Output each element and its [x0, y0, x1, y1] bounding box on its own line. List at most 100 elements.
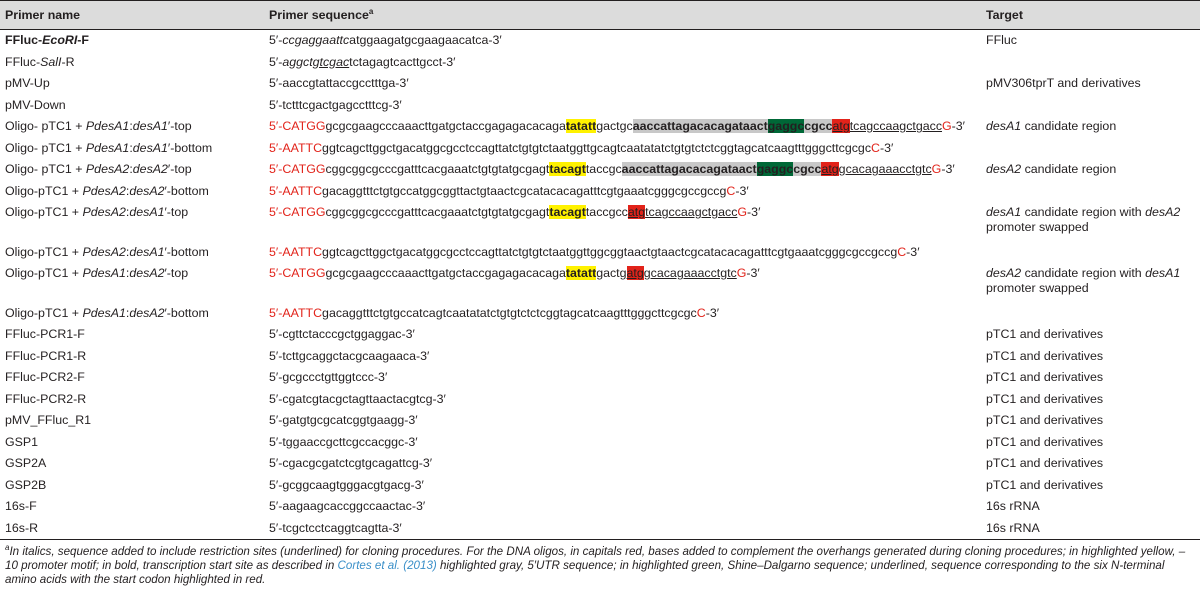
primer-sequence: 5′-aggctgtcgactctagagtcacttgcct-3′ — [264, 52, 981, 74]
name-part: desA1 — [129, 244, 165, 259]
primer-sequence: 5′-tcttgcaggctacgcaagaaca-3′ — [269, 348, 430, 363]
name-part: : — [125, 205, 130, 219]
primer-name: Oligo- pTC1 + PdesA2:desA2′-top — [0, 159, 264, 181]
name-part: SalI — [40, 54, 62, 69]
primer-target: pMV306tprT and derivatives — [986, 76, 1141, 91]
table-row: Oligo-pTC1 + PdesA1:desA2′-bottom 5′-AAT… — [0, 303, 1200, 325]
target-part: promoter swapped — [986, 281, 1089, 295]
table-row: pMV-Up 5′-aaccgtattaccgcctttga-3′ pMV306… — [0, 73, 1200, 95]
primer-sequence: 5′-aagaagcaccggccaactac-3′ — [269, 499, 426, 514]
primer-target: pTC1 and derivatives — [986, 413, 1104, 428]
seq-part: -3′ — [746, 266, 760, 280]
name-part: FFluc- — [5, 33, 43, 48]
primer-target: pTC1 and derivatives — [986, 391, 1104, 406]
seq-overhang: C — [726, 183, 736, 198]
primer-target: pTC1 and derivatives — [986, 348, 1104, 363]
target-part: desA1 — [1145, 266, 1181, 280]
primer-name: 16s-R — [0, 517, 264, 540]
seq-overhang: G — [931, 162, 942, 177]
primer-target: 16s rRNA — [981, 517, 1200, 540]
seq-5utr: cgcc — [804, 119, 833, 134]
primer-name: FFluc-PCR2-R — [5, 391, 87, 406]
name-part: : — [129, 140, 133, 155]
primer-target: desA1 candidate region with desA2 promot… — [981, 202, 1200, 242]
seq-added: aggct — [282, 54, 313, 69]
primer-target: pTC1 and derivatives — [986, 477, 1104, 492]
seq-part: 5′- — [269, 54, 283, 69]
primer-name: pMV_FFluc_R1 — [5, 413, 92, 428]
primer-sequence: 5′-tctttcgactgagcctttcg-3′ — [269, 97, 402, 112]
primer-name: Oligo- pTC1 + PdesA1:desA1′-bottom — [0, 138, 264, 160]
seq-part: -3′ — [906, 244, 920, 259]
seq-part: 5′- — [269, 162, 283, 177]
seq-part: gactg — [596, 266, 627, 280]
header-seq-label: Primer sequence — [269, 8, 369, 23]
name-part: -F — [77, 33, 89, 48]
seq-part: -3′ — [879, 140, 894, 155]
name-part: -R — [61, 54, 75, 69]
table-row: Oligo-pTC1 + PdesA2:desA2′-bottom 5′-AAT… — [0, 181, 1200, 203]
seq-overhang: AATTC — [282, 140, 323, 155]
primer-sequence: 5′-AATTCgacaggtttctgtgccatggcggttactgtaa… — [264, 181, 981, 203]
primer-target: pTC1 and derivatives — [986, 456, 1104, 471]
primer-sequence: 5′-cgacgcgatctcgtgcagattcg-3′ — [269, 456, 433, 471]
table-row: FFluc-PCR2-R 5′-cgatcgtacgctagttaactacgtc… — [0, 389, 1200, 411]
name-part: PdesA1 — [82, 266, 126, 280]
citation-link[interactable]: Cortes et al. (2013) — [337, 558, 437, 572]
name-part: : — [125, 183, 130, 198]
table-row: FFluc-PCR1-R 5′-tcttgcaggctacgcaagaaca-3′… — [0, 346, 1200, 368]
name-part: : — [129, 119, 133, 134]
seq-n-terminal: gcacagaaacctgtc — [838, 162, 932, 177]
primer-target: FFluc — [986, 33, 1017, 48]
seq-5utr: cgcc — [793, 162, 822, 177]
seq-part: 5′- — [269, 266, 283, 280]
seq-part: 5′- — [269, 33, 283, 48]
primer-target: pTC1 and derivatives — [986, 434, 1104, 449]
primer-name: 16s-F — [5, 499, 37, 514]
name-part: Oligo-pTC1 + — [5, 305, 83, 320]
name-part: PdesA2 — [82, 244, 126, 259]
seq-part: atggaagatgcgaagaacatca-3′ — [349, 33, 502, 48]
primer-name: GSP2A — [5, 456, 47, 471]
primer-sequence: 5′-CATGGgcgcgaagcccaaacttgatgctaccgagaga… — [264, 116, 981, 138]
table-row: FFluc-SalI-R 5′-aggctgtcgactctagagtcactt… — [0, 52, 1200, 74]
seq-part: 5′- — [269, 140, 283, 155]
primer-target: desA1 candidate region — [981, 116, 1200, 138]
primer-name: FFluc-PCR1-R — [5, 348, 87, 363]
name-part: PdesA2 — [82, 183, 126, 198]
seq-part: 5′- — [269, 205, 283, 219]
footnote-mark: a — [5, 543, 10, 552]
name-part: : — [125, 266, 130, 280]
name-part: desA2 — [129, 305, 165, 320]
primer-sequence: 5′-CATGGcggcggcgcccgatttcacgaaatctgtgtat… — [264, 159, 981, 181]
target-part: candidate region — [1021, 119, 1117, 134]
primer-target: pTC1 and derivatives — [986, 327, 1104, 342]
primer-target — [981, 95, 1200, 117]
seq-part: -3′ — [941, 162, 955, 177]
seq-overhang: CATGG — [282, 205, 326, 219]
name-part: ′-top — [167, 162, 192, 177]
name-part: desA2 — [129, 266, 165, 280]
name-part: ′-top — [167, 119, 192, 134]
seq-part: -3′ — [705, 305, 720, 320]
name-part: PdesA1 — [85, 140, 130, 155]
seq-shine-dalgarno: gaggc — [756, 162, 794, 177]
name-part: PdesA1 — [85, 119, 130, 134]
seq-minus10-motif: tatatt — [565, 119, 597, 134]
table-footnote: aIn italics, sequence added to include r… — [5, 541, 1195, 587]
seq-part: taccgc — [585, 162, 622, 177]
primer-sequence: 5′-AATTCgacaggtttctgtgccatcagtcaatatatct… — [264, 303, 981, 325]
table-row: Oligo- pTC1 + PdesA1:desA1′-bottom 5′-AA… — [0, 138, 1200, 160]
primer-sequence: 5′-cgatcgtacgctagttaactacgtcg-3′ — [269, 391, 446, 406]
name-part: Oligo- pTC1 + — [5, 162, 86, 177]
seq-part: 5′- — [269, 244, 283, 259]
name-part: FFluc- — [5, 54, 41, 69]
header-primer-sequence: Primer sequencea — [264, 0, 981, 30]
seq-part: tctagagtcacttgcct-3′ — [349, 54, 456, 69]
primer-sequence: 5′-gcgccctgttggtccc-3′ — [269, 370, 388, 385]
seq-overhang: CATGG — [282, 119, 326, 134]
primer-table: Primer name Primer sequencea Target FFlu… — [0, 0, 1200, 540]
